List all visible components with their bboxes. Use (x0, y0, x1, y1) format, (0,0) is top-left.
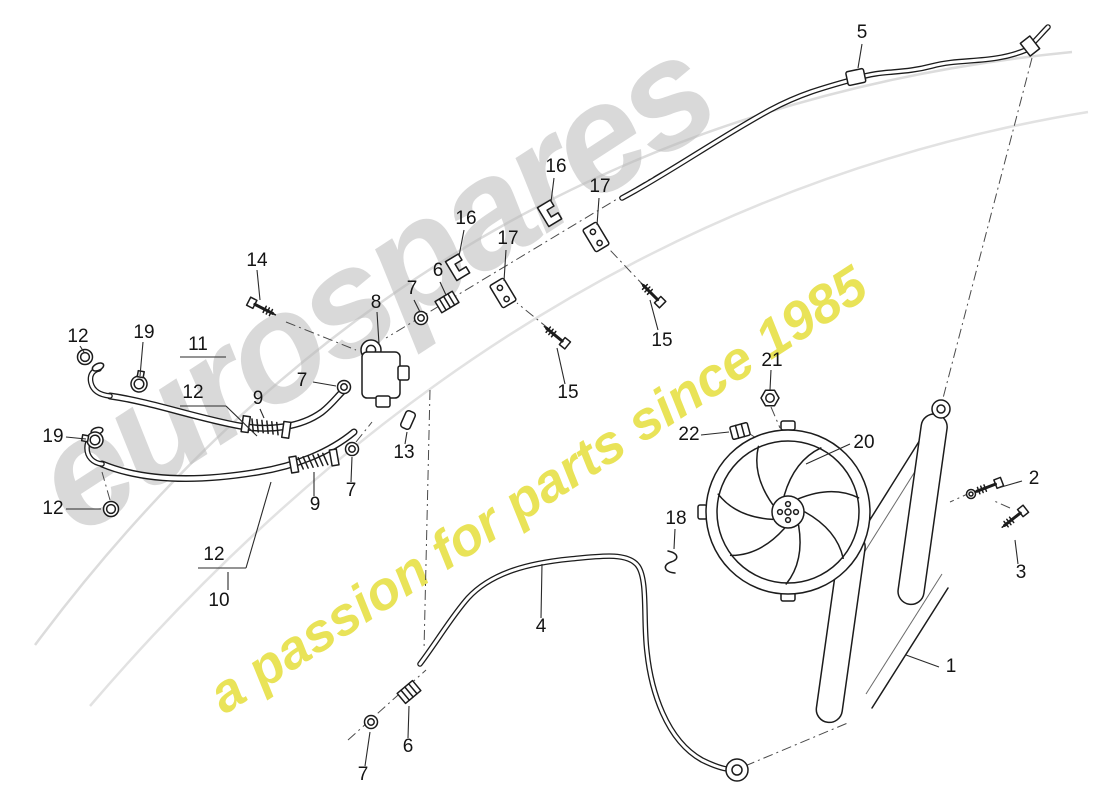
o-ring-12-upper (76, 348, 94, 366)
callout-label: 7 (346, 480, 357, 501)
screw-2 (970, 475, 1006, 499)
callout-label: 21 (761, 350, 782, 371)
callout-label: 9 (310, 494, 321, 515)
pipe-bracket (845, 67, 867, 87)
callout-label: 20 (853, 432, 874, 453)
clamp-16-lower (444, 253, 471, 282)
callout-label: 7 (407, 278, 418, 299)
callout-label: 2 (1029, 468, 1040, 489)
callout-labels: 5 16 17 16 17 14 6 7 8 12 19 11 15 21 7 … (42, 22, 1039, 785)
screw-15-upper (636, 278, 668, 310)
callout-label: 11 (188, 334, 208, 355)
fitting-6-lower (396, 679, 422, 705)
hose-11 (87, 362, 347, 440)
callout-label: 19 (42, 426, 63, 447)
callout-label: 17 (497, 228, 518, 249)
clamp-19-upper (128, 369, 150, 395)
screw-14 (245, 295, 279, 321)
callout-label: 4 (536, 616, 547, 637)
callout-label: 10 (208, 590, 229, 611)
screw-3 (997, 503, 1031, 533)
o-ring-12-lower (102, 500, 120, 518)
pipe-5 (619, 24, 1051, 201)
connector-13 (399, 409, 417, 431)
callout-label: 7 (297, 370, 308, 391)
callout-label: 6 (433, 260, 444, 281)
callout-label: 16 (455, 208, 476, 229)
callout-label: 18 (665, 508, 686, 529)
washer-2 (965, 488, 977, 500)
callout-label: 12 (67, 326, 88, 347)
callout-label: 9 (253, 388, 264, 409)
leader-lines (65, 43, 1023, 767)
callout-label: 15 (557, 382, 578, 403)
callout-label: 8 (371, 292, 382, 313)
nut-21 (760, 389, 780, 407)
callout-label: 19 (133, 322, 154, 343)
condenser (815, 399, 951, 724)
seal-ring-7-upper (413, 310, 429, 326)
callout-label: 13 (393, 442, 414, 463)
callout-label: 6 (403, 736, 414, 757)
hose-10 (84, 426, 358, 483)
fitting-6-upper (434, 290, 460, 314)
callout-label: 7 (358, 764, 369, 785)
seal-ring-7-hose11 (336, 379, 352, 395)
screw-15-lower (540, 321, 572, 351)
callout-label: 14 (246, 250, 268, 271)
callout-label: 1 (946, 656, 957, 677)
clamp-17-upper (581, 220, 611, 254)
callout-label: 15 (651, 330, 672, 351)
callout-label: 12 (203, 544, 224, 565)
callout-label: 12 (42, 498, 63, 519)
clamp-17-lower (488, 276, 518, 310)
clip-18 (664, 550, 678, 574)
callout-label: 3 (1016, 562, 1027, 583)
callout-label: 16 (545, 156, 566, 177)
valve-8 (360, 339, 410, 408)
callout-label: 17 (589, 176, 610, 197)
pipe-4 (417, 553, 749, 782)
cooling-fan (697, 420, 871, 602)
connector-22 (729, 421, 751, 441)
callout-label: 5 (857, 22, 868, 43)
seal-ring-7-lower (363, 714, 379, 730)
callout-label: 12 (182, 382, 203, 403)
callout-label: 22 (678, 424, 699, 445)
clamp-16-upper (536, 199, 563, 228)
seal-ring-7-hose10 (344, 441, 360, 457)
